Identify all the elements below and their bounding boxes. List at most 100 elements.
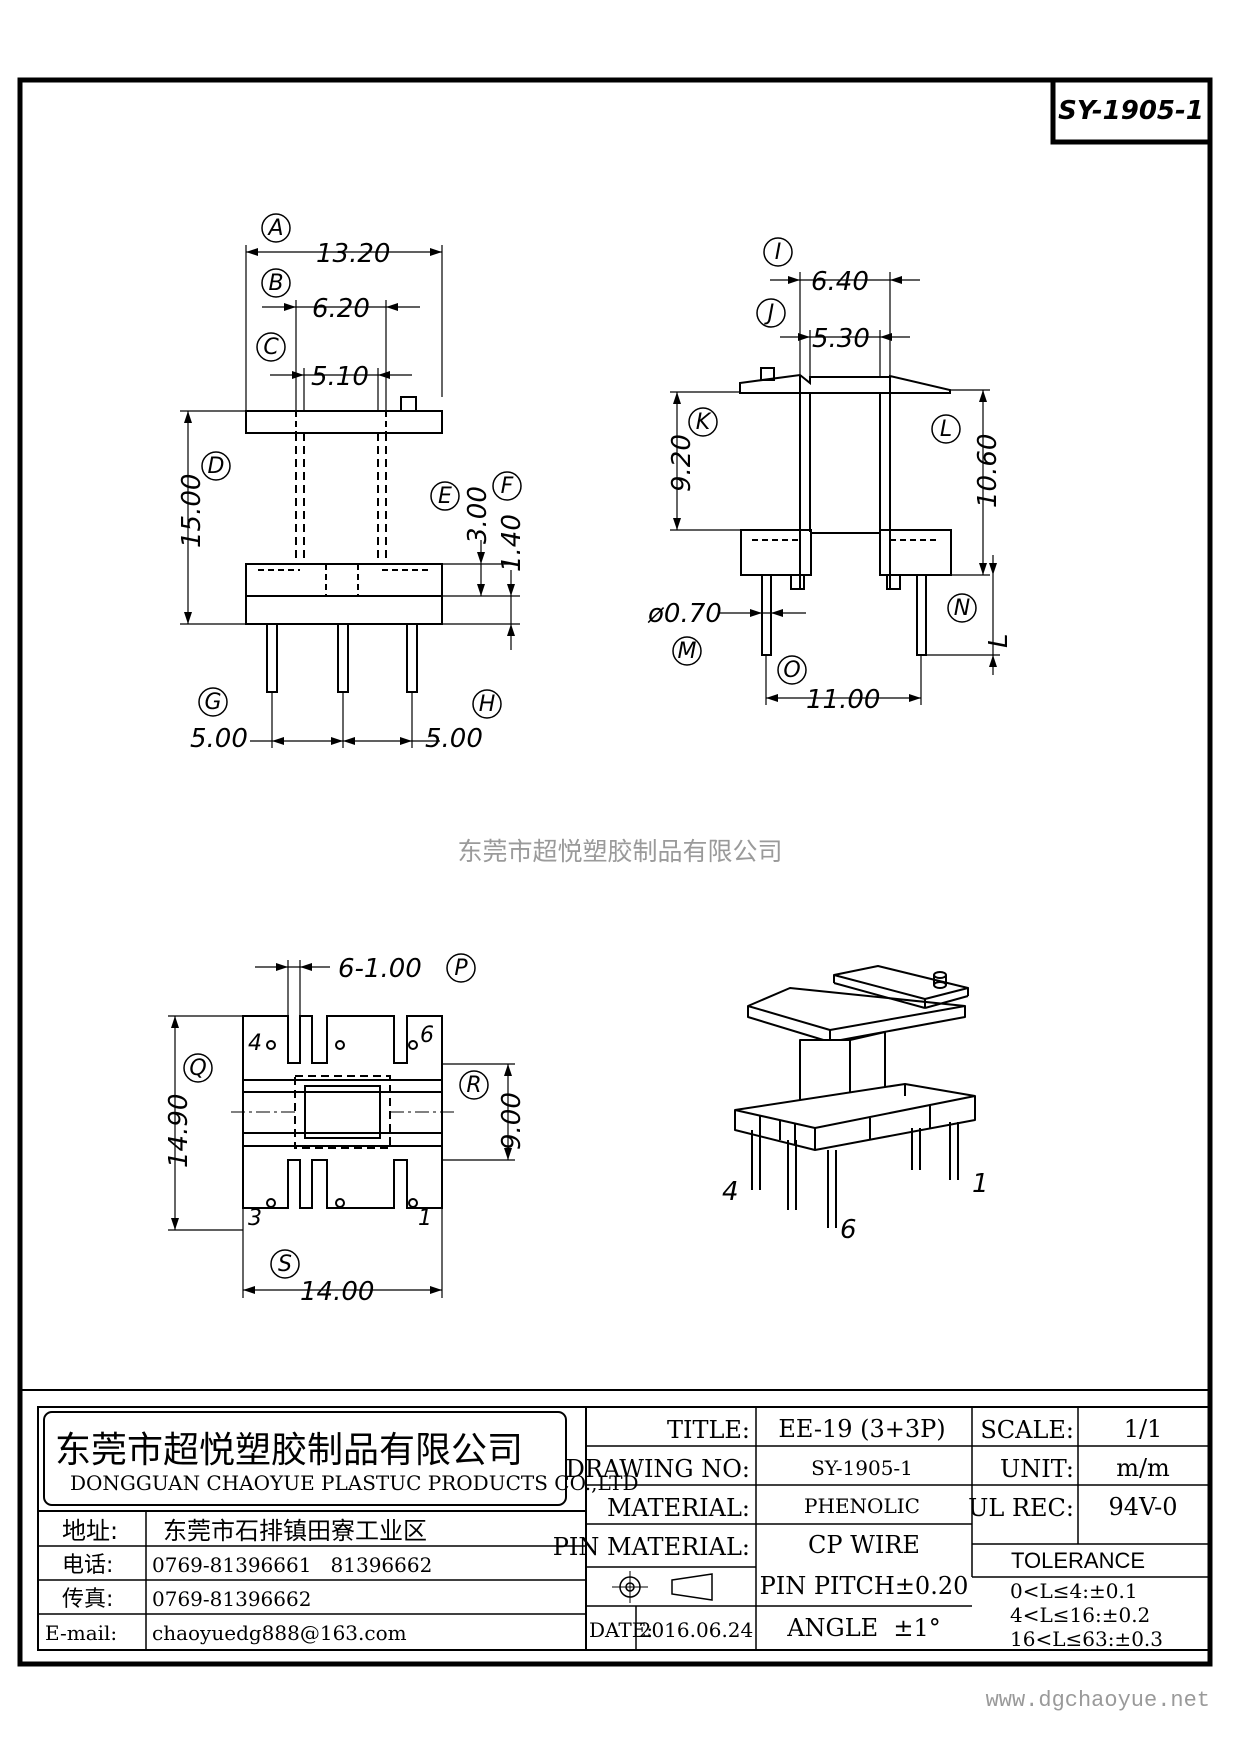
drawing-id: SY-1905-1 [1058,96,1204,126]
pin-material-label: PIN MATERIAL: [553,1533,750,1561]
balloon-r-circle [459,1070,489,1100]
dim-n-value: L [984,634,1014,649]
tolerance-row-1: 0<L≤4:±0.1 [1010,1579,1138,1603]
front-view-arrows [184,248,515,745]
tolerance-row-3: 16<L≤63:±0.3 [1010,1627,1163,1651]
company-name-en: DONGGUAN CHAOYUE PLASTUC PRODUCTS CO.,LT… [70,1471,639,1495]
balloon-d: D [208,454,225,479]
dim-g-value: 5.00 [190,724,248,754]
title-block [20,1389,1211,1651]
balloon-c: C [263,335,279,360]
balloon-m: M [678,639,697,664]
balloon-b-circle [261,268,291,298]
email-label: E-mail: [45,1621,117,1645]
dim-c-value: 5.10 [311,362,369,392]
dim-l-value: 10.60 [973,434,1003,508]
dim-d-value: 15.00 [177,474,207,548]
dim-m-value: ø0.70 [647,599,722,629]
dim-i-value: 6.40 [811,267,869,297]
date-label: DATE: [589,1618,653,1642]
balloon-q: Q [189,1056,206,1081]
balloon-p-circle [446,953,476,983]
balloon-e-circle [430,481,460,511]
title-value: EE-19 (3+3P) [778,1415,945,1443]
dim-s-value: 14.00 [300,1277,374,1307]
sheet-border [17,77,1213,1667]
balloon-q-circle [183,1053,213,1083]
tolerance-row-2: 4<L≤16:±0.2 [1010,1603,1150,1627]
balloon-s-circle [270,1249,300,1279]
balloon-n-circle [947,593,977,623]
material-value: PHENOLIC [804,1494,920,1518]
balloon-h-circle [472,689,502,719]
balloon-a: A [266,216,283,241]
balloon-j-circle [756,298,786,328]
address-label: 地址: [62,1517,118,1545]
dim-k-value: 9.20 [667,434,697,492]
pin-label-1: 1 [418,1206,432,1231]
website-text: www.dgchaoyue.net [986,1688,1210,1713]
balloon-g-circle [198,687,228,717]
balloon-k-circle [688,407,718,437]
balloon-l-circle [931,414,961,444]
balloon-b: B [268,271,283,296]
balloon-o-circle [777,655,807,685]
ul-rec-label: UL REC: [968,1494,1074,1522]
front-view [180,245,520,748]
dim-o-value: 11.00 [806,685,880,715]
balloon-p: P [454,956,468,981]
dim-q-value: 14.90 [164,1094,194,1168]
ul-rec-value: 94V-0 [1108,1493,1177,1521]
dim-e-value: 3.00 [463,486,493,544]
watermark-text: 东莞市超悦塑胶制品有限公司 [457,837,782,866]
unit-label: UNIT: [1000,1455,1074,1483]
balloon-f-circle [492,471,522,501]
dim-p-value: 6-1.00 [338,954,422,984]
company-name-cn: 东莞市超悦塑胶制品有限公司 [55,1430,523,1471]
unit-value: m/m [1116,1454,1170,1482]
material-label: MATERIAL: [607,1494,750,1522]
balloon-k: K [696,410,712,435]
iso-pin-label-1: 1 [972,1169,989,1199]
balloon-i-circle [763,237,793,267]
tolerance-label: TOLERANCE [1011,1548,1145,1573]
dim-h-value: 5.00 [425,724,483,754]
pin-material-value: CP WIRE [808,1531,920,1559]
dim-a-value: 13.20 [316,239,390,269]
side-view-arrows [673,276,997,702]
balloon-l: L [940,417,952,442]
address-value: 东莞市石排镇田寮工业区 [163,1517,427,1545]
phone-label: 电话: [62,1553,113,1578]
top-view-arrows [171,963,512,1294]
pin-label-3: 3 [248,1206,262,1231]
drawing-id-box [1050,77,1213,145]
balloon-i: I [775,240,782,265]
drawing-no-value: SY-1905-1 [811,1456,913,1480]
balloon-j: J [764,301,775,326]
iso-pin-label-4: 4 [722,1177,739,1207]
top-view [168,960,515,1298]
balloon-g: G [204,690,221,715]
balloon-o: O [783,658,800,683]
dim-r-value: 9.00 [497,1092,527,1150]
balloon-r: R [466,1073,481,1098]
phone-value: 0769-81396661 81396662 [152,1553,432,1577]
side-view [670,272,1000,705]
pin-pitch-tolerance: PIN PITCH±0.20 [760,1572,969,1600]
isometric-view [734,965,976,1228]
scale-value: 1/1 [1124,1415,1163,1443]
balloon-f: F [501,474,514,499]
iso-pin-label-6: 6 [840,1215,857,1245]
drawing-no-label: DRAWING NO: [566,1455,750,1483]
dim-b-value: 6.20 [312,294,370,324]
balloon-d-circle [201,451,231,481]
fax-label: 传真: [62,1587,113,1612]
date-value: 2016.06.24 [639,1618,754,1642]
balloon-a-circle [261,213,291,243]
title-label: TITLE: [667,1416,750,1444]
balloon-s: S [278,1252,292,1277]
pin-label-6: 6 [420,1023,434,1048]
angle-tolerance: ANGLE ±1° [786,1614,941,1642]
balloon-h: H [479,692,496,717]
